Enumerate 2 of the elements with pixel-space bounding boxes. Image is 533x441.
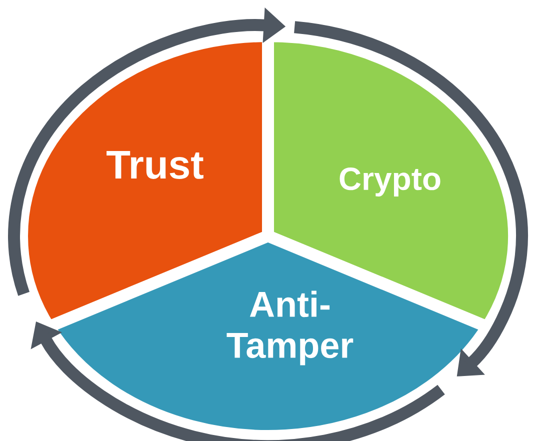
sector: Anti- Tamper [42, 230, 494, 441]
curved-arrow [294, 21, 528, 376]
